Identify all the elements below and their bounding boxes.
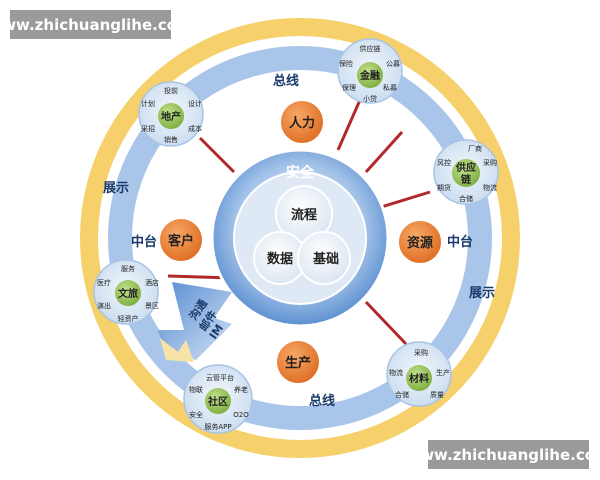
core-label-process: 流程: [291, 207, 317, 223]
sat-item: 采购: [483, 158, 497, 167]
orange-node-production: 生产: [275, 339, 321, 385]
spokes: [167, 99, 431, 346]
orange-node-production-label: 生产: [285, 355, 311, 371]
sat-item: 安全: [189, 410, 203, 419]
sat-item: 私募: [383, 83, 397, 92]
sat-item: 计划: [141, 99, 155, 108]
satellite-culture-tourism: 文旅 服务 医疗 酒店 演出 景区 轻资产: [93, 259, 159, 325]
sat-item: 期货: [437, 183, 451, 192]
bus-label-top: 总线: [273, 73, 299, 89]
sat-item: 小贷: [363, 94, 377, 103]
sat-item: 投前: [164, 86, 178, 95]
satellite-finance: 金融 供应链 保险 公募 保理 私募 小贷: [337, 38, 403, 104]
sat-item: 云管平台: [206, 373, 234, 382]
sat-item: 公募: [386, 59, 400, 68]
satellite-community-title: 社区: [207, 395, 228, 408]
sat-item: 物流: [389, 368, 403, 377]
bus-label-bottom: 总线: [309, 393, 335, 409]
sat-item: 服务APP: [204, 422, 231, 431]
satellite-finance-title: 金融: [359, 69, 380, 82]
core-label-base: 基础: [312, 251, 339, 267]
sat-item: 医疗: [97, 278, 111, 287]
sat-item: 生产: [436, 368, 450, 377]
sat-item: 设计: [188, 99, 202, 108]
sat-item: 销售: [164, 135, 178, 144]
midplatform-label-right: 中台: [447, 234, 473, 250]
satellite-supply-chain: 供应 链 厂商 风控 采购 期货 物流 合储: [433, 139, 499, 205]
sat-item: 质量: [430, 390, 444, 399]
sat-item: 物流: [483, 183, 497, 192]
sat-item: 采招: [141, 124, 155, 133]
orange-node-resource-label: 资源: [407, 235, 433, 251]
core-circle-base: [297, 231, 351, 285]
satellite-real-estate-title: 地产: [161, 110, 181, 123]
satellite-materials: 材料 采购 物流 生产 合储 质量: [386, 341, 452, 407]
sat-item: 供应链: [360, 44, 381, 53]
core-label-data: 数据: [267, 251, 293, 267]
orange-node-resource: 资源: [397, 219, 443, 265]
sat-item: 保险: [339, 59, 353, 68]
display-label-left: 展示: [103, 181, 129, 196]
display-label-right: 展示: [469, 286, 495, 301]
sat-item: 酒店: [145, 278, 159, 287]
orange-node-hr-label: 人力: [289, 115, 315, 131]
satellite-community: 社区 云管平台 物联 养老 安全 O2O 服务APP: [183, 364, 253, 434]
watermark-top: www.zhichuanglihe.com: [0, 10, 193, 39]
watermark-bottom: www.zhichuanglihe.com: [406, 440, 600, 469]
sat-item: 保理: [342, 83, 356, 92]
sat-item: 合储: [395, 390, 409, 399]
sat-item: 演出: [97, 301, 111, 310]
satellite-real-estate: 地产 投前 计划 设计 采招 成本 销售: [138, 81, 204, 147]
sat-item: 风控: [437, 158, 451, 167]
satellite-supply-chain-title-1: 供应: [455, 161, 476, 174]
satellite-supply-chain-title-2: 链: [460, 173, 472, 186]
satellite-culture-tourism-title: 文旅: [118, 287, 138, 300]
orange-node-hr: 人力: [279, 99, 325, 145]
sat-item: 养老: [234, 385, 248, 394]
sat-item: O2O: [233, 411, 249, 419]
sat-item: 服务: [121, 264, 135, 273]
orange-node-customer-label: 客户: [168, 233, 194, 249]
sat-item: 轻资产: [118, 314, 139, 323]
sat-item: 采购: [414, 348, 428, 357]
sat-item: 厂商: [468, 144, 482, 153]
satellite-materials-title: 材料: [409, 372, 429, 385]
sat-item: 成本: [188, 124, 202, 133]
center-top-label: 安全: [286, 164, 315, 181]
midplatform-label-left: 中台: [131, 234, 157, 250]
sat-item: 景区: [145, 302, 159, 310]
sat-item: 合储: [459, 194, 473, 203]
orange-node-customer: 客户: [158, 217, 204, 263]
sat-item: 物联: [189, 385, 203, 394]
